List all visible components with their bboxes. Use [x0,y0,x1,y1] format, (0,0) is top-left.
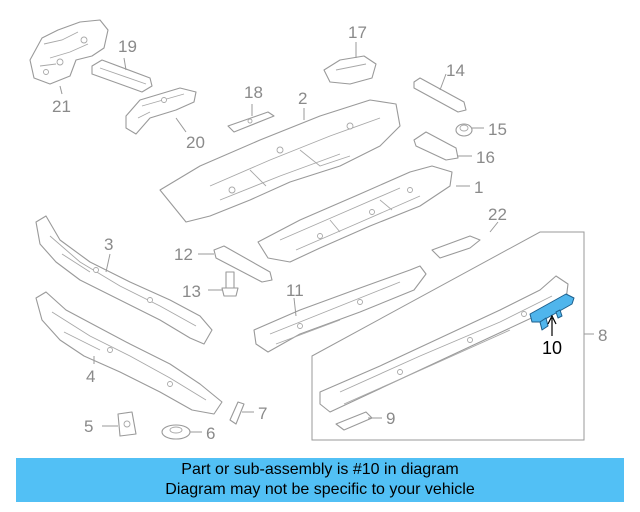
callout-9: 9 [386,409,395,428]
callout-20: 20 [186,133,205,152]
leader-3 [105,253,111,273]
part-14 [413,77,467,113]
info-banner: Part or sub-assembly is #10 in diagram D… [16,458,624,502]
banner-line-1: Part or sub-assembly is #10 in diagram [181,461,459,478]
callout-21: 21 [52,97,71,116]
part-19 [91,59,153,93]
callout-19: 19 [118,37,137,56]
callout-10: 10 [542,338,562,358]
leader-21 [59,85,63,95]
part-7 [229,401,245,425]
leader-10-arrow [547,314,557,325]
part-13 [221,271,239,297]
part-5 [117,411,137,437]
leader-14 [439,73,447,91]
callout-2: 2 [298,89,307,108]
part-8-group-box [311,231,585,441]
callout-15: 15 [488,120,507,139]
leader-19 [123,57,127,71]
banner-line-2: Diagram may not be specific to your vehi… [165,481,475,498]
part-15 [455,123,473,137]
leader-22 [489,221,499,233]
part-6 [161,424,191,440]
callout-17: 17 [348,23,367,42]
part-22 [431,235,481,259]
callout-5: 5 [84,417,93,436]
callout-12: 12 [174,245,193,264]
part-1 [257,165,453,263]
callout-7: 7 [258,404,267,423]
callout-1: 1 [474,178,483,197]
callout-8: 8 [598,326,607,345]
part-4 [35,291,223,415]
callout-11: 11 [286,281,304,300]
callout-4: 4 [86,367,95,386]
part-10-highlighted [529,293,575,331]
part-11 [253,265,427,353]
part-20 [125,87,197,135]
callout-22: 22 [488,205,507,224]
part-17 [323,55,377,85]
callout-13: 13 [182,282,201,301]
callout-3: 3 [104,235,113,254]
callout-16: 16 [476,148,495,167]
part-12 [213,245,273,283]
part-2 [159,99,401,223]
part-16 [413,131,459,161]
part-3 [35,215,213,345]
parts-diagram: 21 19 20 18 17 2 14 [29,19,607,443]
callout-14: 14 [446,61,465,80]
leader-20 [175,117,187,133]
part-18 [227,111,275,133]
leader-11 [293,297,297,317]
part-21 [29,19,109,85]
callout-6: 6 [206,424,215,443]
rocker-panel [319,275,569,413]
part-9 [335,411,373,431]
callout-18: 18 [244,83,263,102]
